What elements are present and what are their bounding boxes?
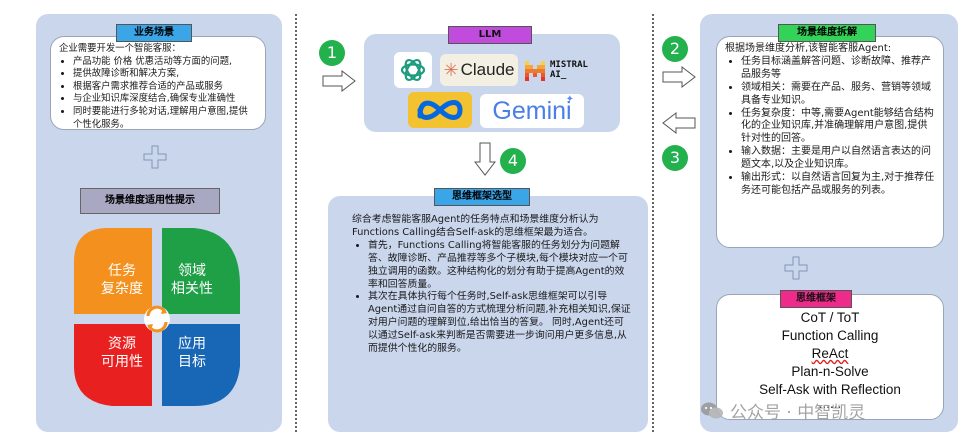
quadrant-domain-relevance xyxy=(162,228,240,314)
divider xyxy=(295,14,297,432)
list-item: 任务目标涵盖解答问题、诊断故障、推荐产品服务等 xyxy=(741,56,935,82)
framework-item: ReAct xyxy=(811,346,849,361)
gemini-logo: Gemini ✦ xyxy=(480,94,584,128)
plus-icon xyxy=(784,256,808,280)
divider xyxy=(652,14,654,432)
gemini-spark-icon: ✦ xyxy=(565,94,574,105)
step-number-4: 4 xyxy=(500,148,526,174)
quadrant-label-resource-availability: 资源 可用性 xyxy=(101,336,143,370)
openai-icon xyxy=(400,58,426,82)
scenario-breakdown-list: 任务目标涵盖解答问题、诊断故障、推荐产品服务等 领域相关：需要在产品、服务、营销… xyxy=(725,56,935,198)
quadrant-label-task-complexity: 任务 复杂度 xyxy=(101,263,143,297)
quadrant-resource-availability xyxy=(74,324,152,406)
mistral-logo: MISTRAL AI_ xyxy=(524,54,596,86)
plus-icon xyxy=(143,145,167,169)
framework-item: Self-Ask with Reflection xyxy=(759,382,901,397)
gemini-wordmark: Gemini xyxy=(492,96,572,125)
claude-star-icon: ✳ xyxy=(443,59,459,81)
watermark: 公众号 · 中智凯灵 xyxy=(700,398,865,423)
business-scenario-box: 企业需要开发一个智能客服： 产品功能 价格 优惠活动等方面的问题, 提供故障诊断… xyxy=(50,36,266,130)
quadrant-task-complexity xyxy=(74,228,152,314)
framework-selection-panel xyxy=(328,196,648,432)
business-scenario-intro: 企业需要开发一个智能客服： xyxy=(59,43,181,54)
framework-selection-text: 综合考虑智能客服Agent的任务特点和场景维度分析认为Functions Cal… xyxy=(352,214,632,356)
quadrant-label-application-goal: 应用 目标 xyxy=(178,336,206,370)
list-item: 产品功能 价格 优惠活动等方面的问题, xyxy=(73,56,257,69)
step-number-2: 2 xyxy=(662,36,688,62)
arrow-right-icon xyxy=(322,70,356,92)
list-item: 输出形式：以自然语言回复为主,对于推荐任务还可能包括产品或服务的列表。 xyxy=(741,172,935,198)
list-item: 同时要能进行多轮对话,理解用户意图,提供个性化服务。 xyxy=(73,106,257,131)
list-item: 根据客户需求推荐合适的产品或服务 xyxy=(73,81,257,94)
business-scenario-tag: 业务场景 xyxy=(116,24,192,42)
watermark-text: 公众号 · 中智凯灵 xyxy=(730,403,866,423)
step-number-3: 3 xyxy=(662,145,688,171)
list-item: 与企业知识库深度结合,确保专业准确性 xyxy=(73,93,257,106)
step-number-1: 1 xyxy=(319,40,345,66)
llm-tag: LLM xyxy=(448,26,532,44)
thinking-frameworks-box: CoT / ToT Function Calling ReAct Plan-n-… xyxy=(716,294,944,420)
fitness-tag: 场景维度适用性提示 xyxy=(80,188,220,214)
framework-item: Plan-n-Solve xyxy=(791,364,869,379)
arrow-right-icon xyxy=(662,66,696,88)
framework-selection-tag: 思维框架选型 xyxy=(434,188,530,206)
list-item: 其次在具体执行每个任务时,Self-ask思维框架可以引导Agent通过自问自答… xyxy=(368,291,632,356)
mistral-wordmark: MISTRAL AI_ xyxy=(550,60,588,80)
framework-item: Function Calling xyxy=(781,328,879,343)
list-item: 首先，Functions Calling将智能客服的任务划分为问题解答、故障诊断… xyxy=(368,240,632,292)
framework-item: CoT / ToT xyxy=(800,310,860,325)
thinking-frameworks-tag: 思维框架 xyxy=(780,290,852,308)
list-item: 输入数据：主要是用户以自然语言表达的问题文本,以及企业知识库。 xyxy=(741,146,935,172)
quadrant-application-goal xyxy=(162,324,240,406)
framework-selection-intro: 综合考虑智能客服Agent的任务特点和场景维度分析认为Functions Cal… xyxy=(352,214,599,238)
list-item: 任务复杂度：中等,需要Agent能够结合结构化的企业知识库,并准确理解用户意图,… xyxy=(741,108,935,147)
scenario-breakdown-intro: 根据场景维度分析,该智能客服Agent: xyxy=(725,43,892,54)
business-scenario-list: 产品功能 价格 优惠活动等方面的问题, 提供故障诊断和解决方案, 根据客户需求推… xyxy=(59,56,257,132)
list-item: 领域相关：需要在产品、服务、营销等领域具备专业知识。 xyxy=(741,82,935,108)
quadrant-label-domain-relevance: 领域 相关性 xyxy=(171,263,213,297)
fitness-quadrant-chart xyxy=(74,228,240,406)
mistral-icon xyxy=(525,61,545,81)
arrow-down-icon xyxy=(474,142,496,176)
claude-logo: ✳ Claude xyxy=(440,54,518,86)
scenario-breakdown-tag: 场景维度拆解 xyxy=(778,24,876,42)
claude-wordmark: Claude xyxy=(460,60,515,79)
framework-item: ...... xyxy=(818,396,842,411)
wechat-icon xyxy=(701,402,723,418)
meta-logo xyxy=(408,92,472,128)
list-item: 提供故障诊断和解决方案, xyxy=(73,68,257,81)
openai-logo xyxy=(394,52,432,88)
arrow-left-icon xyxy=(662,112,696,134)
framework-selection-list: 首先，Functions Calling将智能客服的任务划分为问题解答、故障诊断… xyxy=(352,240,632,356)
meta-infinity-icon xyxy=(417,100,463,120)
scenario-breakdown-box: 根据场景维度分析,该智能客服Agent: 任务目标涵盖解答问题、诊断故障、推荐产… xyxy=(716,36,944,248)
